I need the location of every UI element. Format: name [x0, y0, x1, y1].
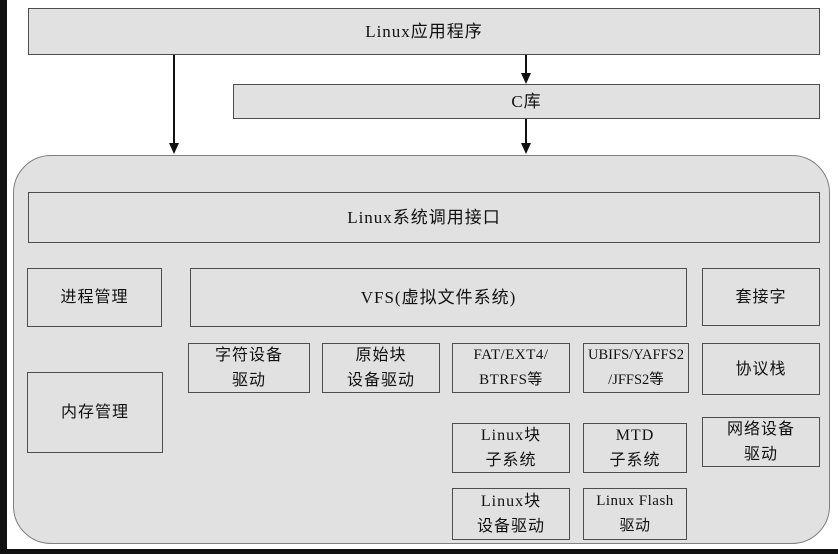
box-linux-applications: Linux应用程序 — [28, 8, 820, 55]
arrow-app-to-clib-line — [525, 55, 527, 74]
box-fat-ext4-btrfs: FAT/EXT4/ BTRFS等 — [452, 343, 570, 393]
box-mtd-subsystem: MTD 子系统 — [583, 423, 687, 473]
arrow-clib-to-kernel-head — [521, 143, 531, 154]
left-frame-bar — [0, 0, 7, 554]
box-memory-management: 内存管理 — [27, 372, 163, 453]
box-network-device-driver: 网络设备 驱动 — [702, 417, 820, 467]
arrow-app-to-kernel-line — [173, 55, 175, 144]
arrow-app-to-kernel-head — [169, 143, 179, 154]
box-char-device-driver: 字符设备 驱动 — [188, 343, 310, 393]
box-process-management: 进程管理 — [27, 268, 162, 327]
box-linux-block-subsystem: Linux块 子系统 — [452, 423, 570, 473]
box-c-library: C库 — [233, 84, 820, 119]
box-raw-block-device-driver: 原始块 设备驱动 — [322, 343, 440, 393]
arrow-clib-to-kernel-line — [525, 119, 527, 144]
box-socket: 套接字 — [702, 268, 820, 326]
box-syscall-interface: Linux系统调用接口 — [28, 192, 820, 243]
box-ubifs-yaffs2-jffs2: UBIFS/YAFFS2 /JFFS2等 — [583, 343, 689, 393]
bottom-frame-bar — [0, 549, 838, 554]
arrow-app-to-clib-head — [521, 73, 531, 84]
box-protocol-stack: 协议栈 — [702, 343, 820, 395]
box-vfs: VFS(虚拟文件系统) — [190, 268, 687, 327]
box-linux-block-device-driver: Linux块 设备驱动 — [452, 488, 570, 540]
box-linux-flash-driver: Linux Flash 驱动 — [583, 488, 687, 540]
